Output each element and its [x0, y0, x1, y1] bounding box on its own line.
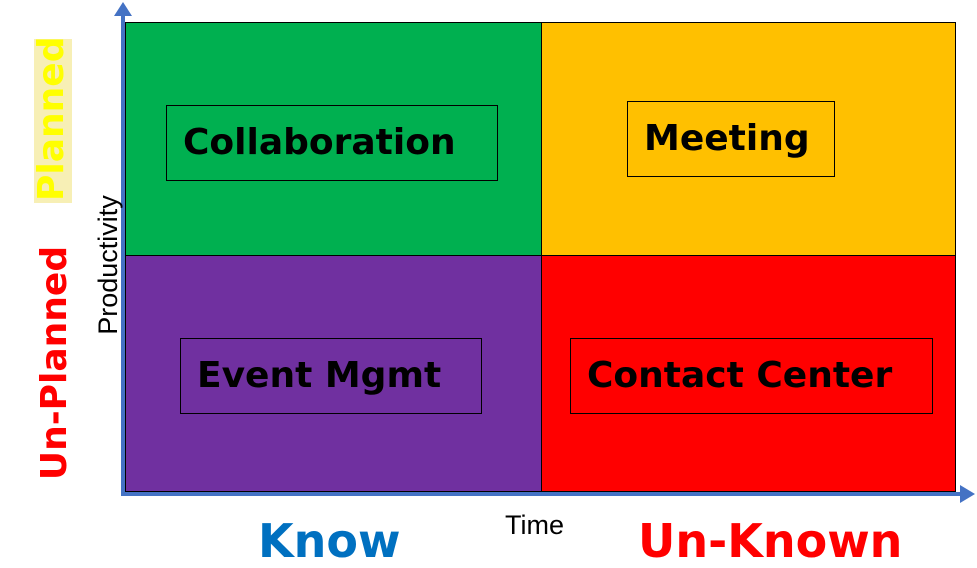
contact-center-box: Contact Center [570, 338, 933, 414]
event-mgmt-box: Event Mgmt [180, 338, 482, 414]
unknown-label: Un-Known [638, 514, 903, 568]
y-axis-arrowhead [114, 2, 132, 16]
quadrant-top-left [125, 22, 542, 256]
unplanned-label: Un-Planned [34, 245, 75, 481]
quadrant-bottom-left [125, 255, 542, 492]
know-label: Know [258, 514, 401, 568]
x-axis-arrowhead [960, 485, 975, 503]
x-axis-label: Time [505, 510, 564, 540]
quadrant-bottom-right [541, 255, 956, 492]
meeting-box: Meeting [627, 101, 835, 177]
y-axis-label: Productivity [93, 195, 123, 335]
quadrant-top-right [541, 22, 956, 256]
collaboration-box: Collaboration [166, 105, 498, 181]
planned-label: Planned [31, 36, 72, 203]
